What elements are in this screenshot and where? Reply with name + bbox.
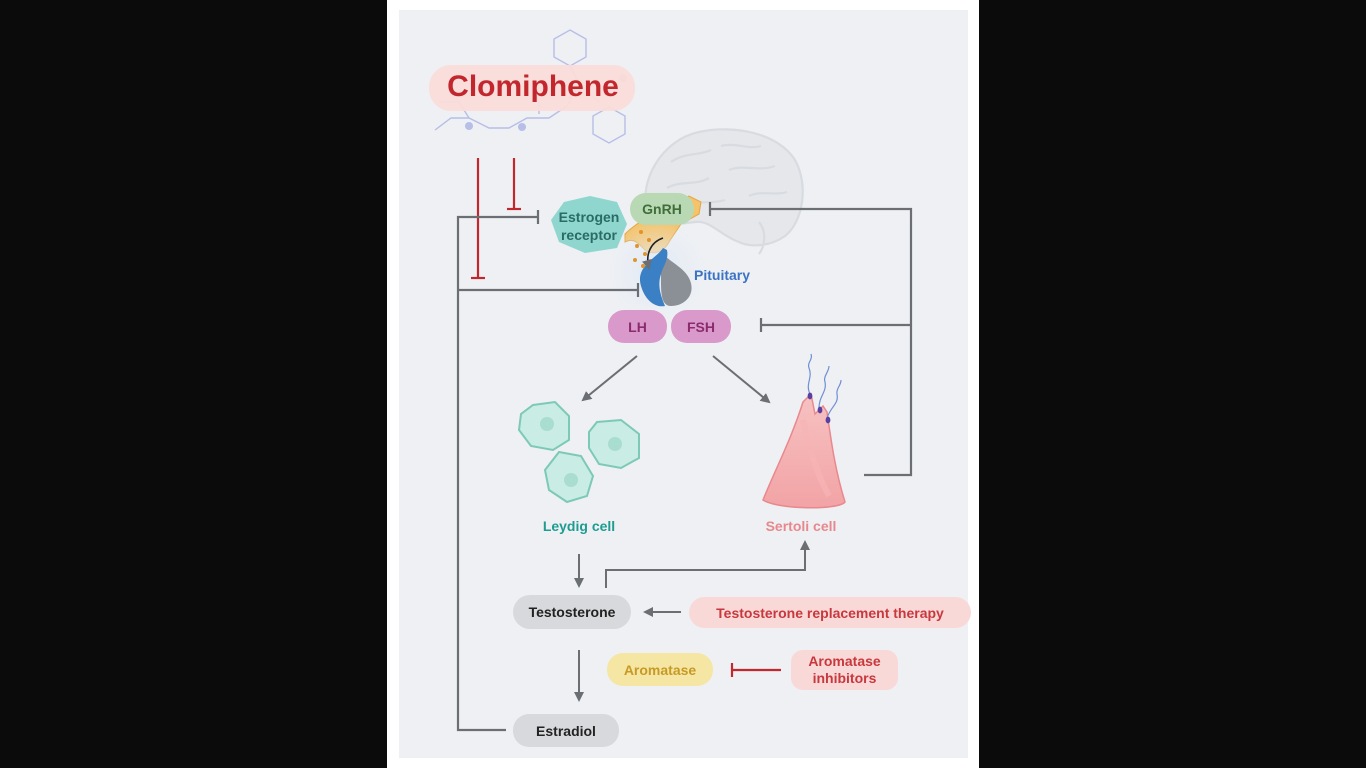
clomiphene-label: Clomiphene [447,70,619,103]
leydig-cell-label: Leydig cell [542,518,616,534]
aromatase-inhibitors-pill: Aromatase inhibitors [791,650,898,690]
sertoli-cell-label: Sertoli cell [765,518,837,534]
lh-pill: LH [608,310,667,343]
aromatase-inhibition-line [730,663,781,677]
stimulation-arrows [574,355,810,702]
aromatase-pill: Aromatase [607,653,713,686]
leydig-cells-icon [517,400,640,504]
pituitary-gland-icon [639,248,692,307]
testosterone-pill: Testosterone [513,595,631,629]
pituitary-curved-arrow [641,237,664,270]
estrogen-receptor-label: Estrogen receptor [558,209,620,243]
gnrh-pill: GnRH [630,193,694,225]
diagram-panel: Clomiphene Estrogen receptor GnRH Pituit… [399,10,971,758]
trt-pill: Testosterone replacement therapy [689,597,971,628]
diagram-graphics [434,29,913,732]
estradiol-pill: Estradiol [513,714,619,747]
figure-page: Clomiphene Estrogen receptor GnRH Pituit… [387,0,979,768]
fsh-pill: FSH [671,310,731,343]
sertoli-cell-icon [762,353,846,509]
feedback-lines [456,202,913,732]
estrogen-receptor-shape [551,196,627,253]
pituitary-label: Pituitary [694,267,751,283]
clomiphene-title [429,65,635,111]
